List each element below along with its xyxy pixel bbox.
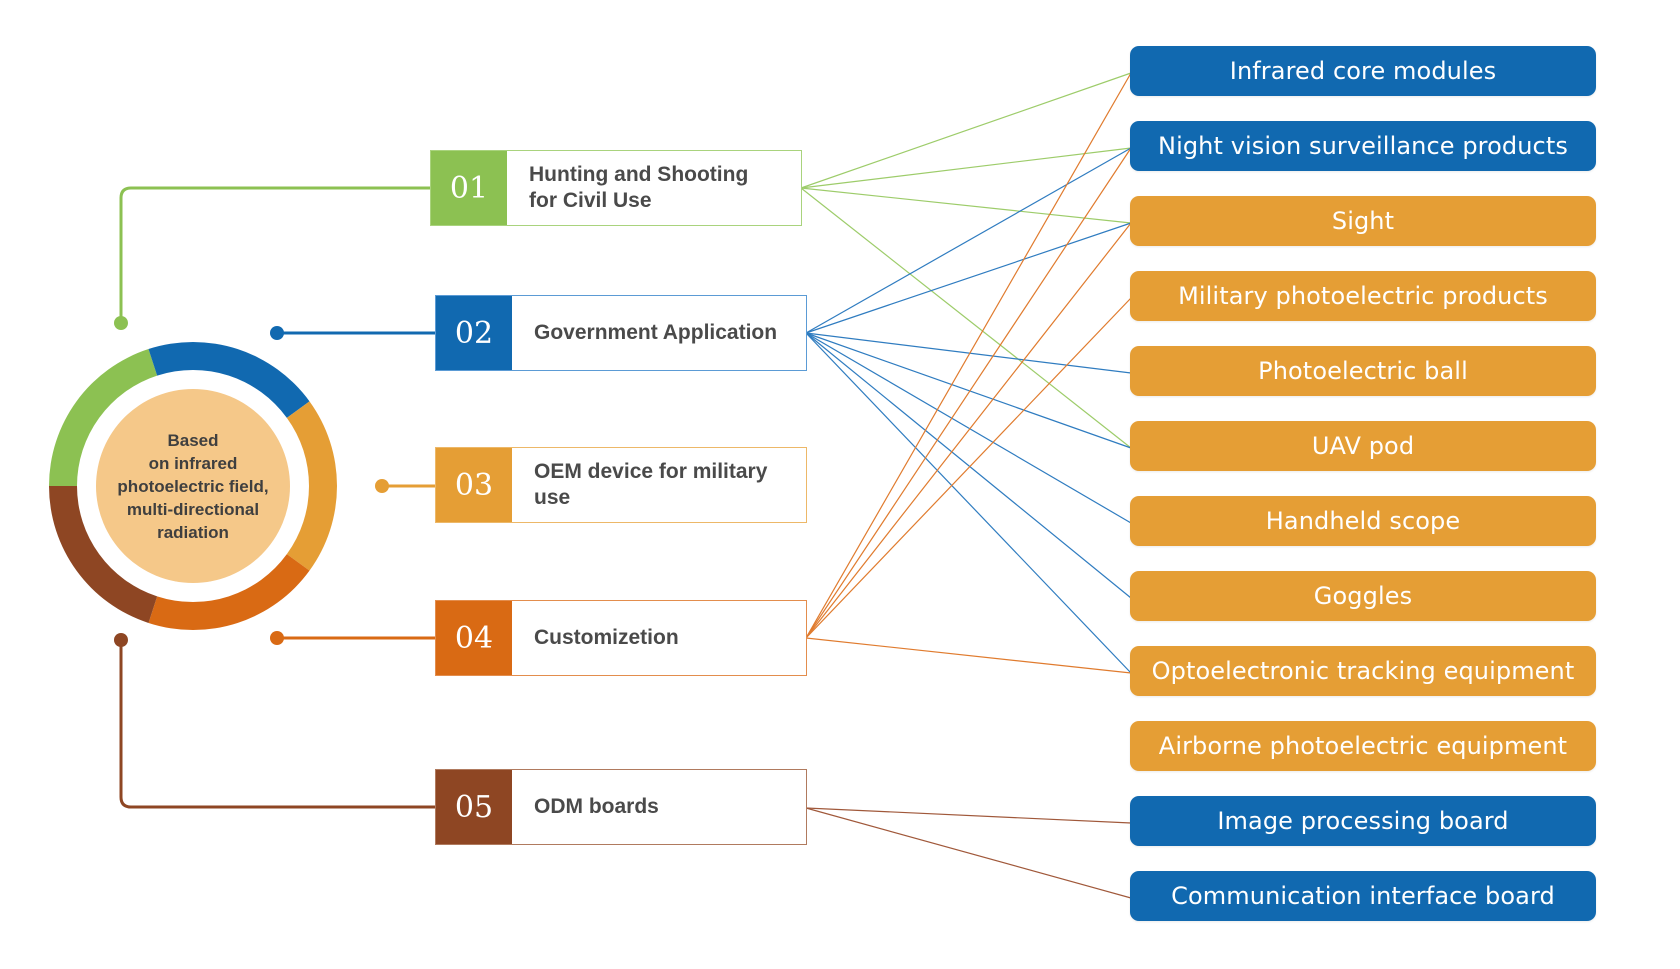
link-04-to-product-0	[805, 72, 1132, 639]
connector-dot-04	[270, 631, 284, 645]
product-photoelectric-ball[interactable]: Photoelectric ball	[1130, 346, 1596, 396]
category-number: 04	[436, 601, 512, 675]
product-uav-pod[interactable]: UAV pod	[1130, 421, 1596, 471]
link-01-to-product-0	[800, 72, 1132, 189]
product-communication-interface-board[interactable]: Communication interface board	[1130, 871, 1596, 921]
link-05-to-product-11	[805, 807, 1132, 899]
ring-segment-03	[286, 401, 337, 571]
category-number: 03	[436, 448, 512, 522]
link-01-to-product-2	[800, 187, 1132, 224]
link-02-to-product-6	[805, 332, 1132, 524]
connector-dot-03	[375, 479, 389, 493]
category-02[interactable]: 02 Government Application	[435, 295, 807, 371]
link-01-to-product-5	[800, 187, 1132, 449]
hub-label: Based on infrared photoelectric field, m…	[117, 430, 269, 542]
category-number: 02	[436, 296, 512, 370]
link-02-to-product-2	[805, 222, 1132, 334]
link-02-to-product-4	[805, 332, 1132, 374]
link-lines	[800, 72, 1132, 899]
link-02-to-product-7	[805, 332, 1132, 599]
product-goggles[interactable]: Goggles	[1130, 571, 1596, 621]
category-label: Government Application	[534, 321, 778, 344]
link-02-to-product-1	[805, 147, 1132, 334]
category-label: ODM boards	[534, 795, 659, 818]
category-01[interactable]: 01 Hunting and Shooting for Civil Use	[430, 150, 802, 226]
category-label: OEM device for military use	[534, 460, 768, 509]
product-airborne-photoelectric[interactable]: Airborne photoelectric equipment	[1130, 721, 1596, 771]
product-military-photoelectric[interactable]: Military photoelectric products	[1130, 271, 1596, 321]
connector-01	[119, 186, 431, 322]
link-01-to-product-1	[800, 147, 1132, 189]
link-04-to-product-2	[805, 222, 1132, 639]
connector-dot-02	[270, 326, 284, 340]
product-infrared-core-modules[interactable]: Infrared core modules	[1130, 46, 1596, 96]
category-04[interactable]: 04 Customizetion	[435, 600, 807, 676]
product-night-vision-surveillance[interactable]: Night vision surveillance products	[1130, 121, 1596, 171]
connector-dot-01	[114, 316, 128, 330]
link-02-to-product-5	[805, 332, 1132, 449]
link-02-to-product-8	[805, 332, 1132, 674]
category-05[interactable]: 05 ODM boards	[435, 769, 807, 845]
category-label: Customizetion	[534, 626, 679, 649]
product-optoelectronic-tracking[interactable]: Optoelectronic tracking equipment	[1130, 646, 1596, 696]
link-04-to-product-8	[805, 637, 1132, 674]
category-number: 01	[431, 151, 507, 225]
product-image-processing-board[interactable]: Image processing board	[1130, 796, 1596, 846]
category-number: 05	[436, 770, 512, 844]
connector-05	[119, 641, 435, 809]
link-05-to-product-10	[805, 807, 1132, 824]
category-03[interactable]: 03 OEM device for military use	[435, 447, 807, 523]
connector-dot-05	[114, 633, 128, 647]
product-sight[interactable]: Sight	[1130, 196, 1596, 246]
link-04-to-product-3	[805, 297, 1132, 639]
category-label: Hunting and Shooting for Civil Use	[529, 163, 749, 212]
link-04-to-product-1	[805, 147, 1132, 639]
product-handheld-scope[interactable]: Handheld scope	[1130, 496, 1596, 546]
